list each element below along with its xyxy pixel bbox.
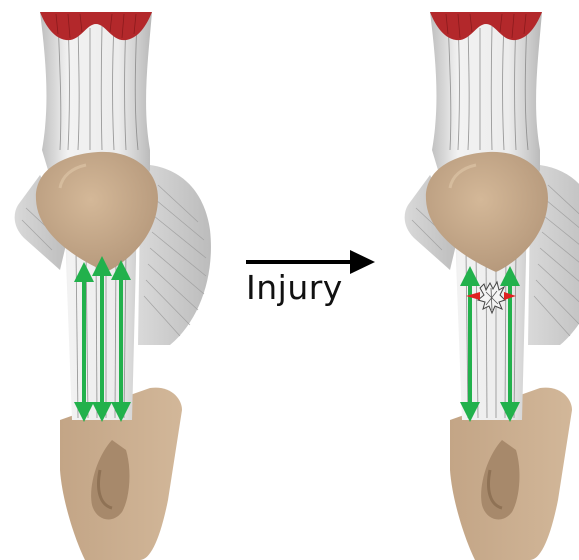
injured-knee-panel xyxy=(405,12,579,560)
healthy-knee-panel xyxy=(15,12,211,560)
injury-label: Injury xyxy=(246,271,343,304)
